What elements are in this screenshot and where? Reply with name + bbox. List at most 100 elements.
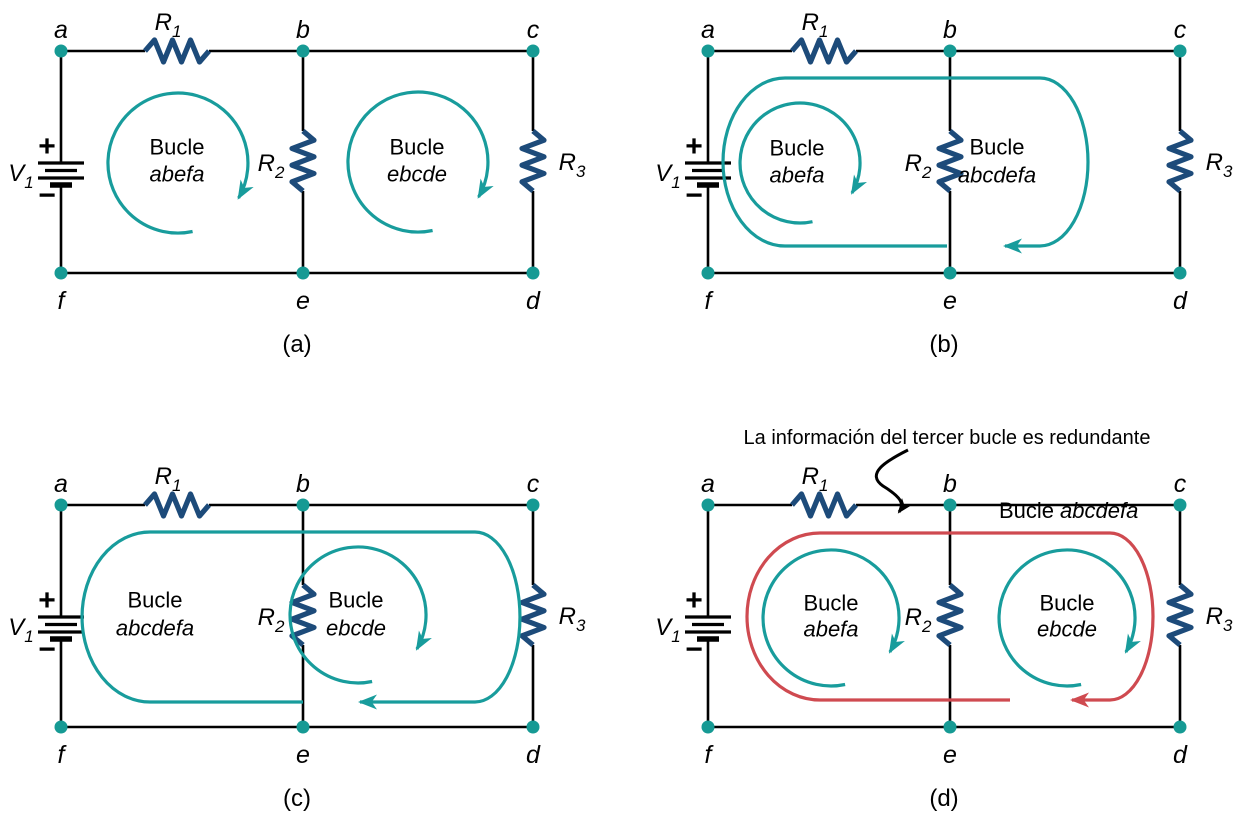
resistor-r1-label: R1 — [155, 9, 182, 41]
annotation-text: La información del tercer bucle es redun… — [744, 427, 1151, 449]
battery-plus-sign: + — [38, 584, 56, 617]
resistor-r3-label: R3 — [1206, 149, 1233, 181]
node-dot — [296, 720, 310, 734]
resistor-r2 — [289, 129, 317, 193]
node-label: d — [526, 287, 541, 315]
resistor-r3 — [519, 583, 547, 647]
node-label: c — [527, 16, 540, 44]
node-dot — [526, 266, 540, 280]
loop-arrow-stadium — [721, 76, 1090, 254]
loop-label-line1: Bucle — [328, 588, 383, 613]
battery-plus-sign: + — [38, 130, 56, 163]
node-dot — [701, 720, 715, 734]
battery-label: V1 — [8, 614, 33, 646]
node-dot — [526, 44, 540, 58]
node-label: a — [701, 470, 715, 498]
annotation-pointer-arrow — [875, 448, 912, 514]
resistor-r1 — [143, 491, 211, 519]
battery-plus-sign: + — [685, 130, 703, 163]
loop-arrow-stadium — [80, 530, 522, 710]
loop-arrow-circle — [288, 545, 432, 685]
loop-label-line2: ebcde — [387, 162, 447, 187]
resistor-r2 — [289, 583, 317, 647]
resistor-r1 — [790, 37, 858, 65]
node-dot — [296, 266, 310, 280]
loop-label-line1: Bucle — [969, 135, 1024, 160]
resistor-r2-label: R2 — [258, 604, 285, 636]
battery-label: V1 — [8, 160, 33, 192]
panel-caption: (c) — [283, 785, 311, 812]
loop-label-line2: abcdefa — [958, 163, 1036, 188]
node-dot — [943, 266, 957, 280]
battery-label: V1 — [655, 614, 680, 646]
resistor-r3-label: R3 — [1206, 603, 1233, 635]
loop-label-line2: abefa — [803, 617, 858, 642]
node-label: e — [943, 741, 957, 769]
node-label: c — [1174, 470, 1187, 498]
node-dot — [296, 498, 310, 512]
resistor-r1 — [790, 491, 858, 519]
node-dot — [1173, 266, 1187, 280]
node-dot — [54, 498, 68, 512]
loop-label-line2: abefa — [149, 162, 204, 187]
resistor-r2 — [936, 583, 964, 647]
node-dot — [943, 498, 957, 512]
battery-minus-sign: − — [685, 633, 703, 666]
node-label: d — [526, 741, 541, 769]
node-label: f — [705, 287, 715, 315]
loop-arrow-circle — [346, 90, 494, 234]
node-label: d — [1173, 287, 1188, 315]
node-dot — [701, 266, 715, 280]
battery-minus-sign: − — [38, 633, 56, 666]
node-dot — [701, 498, 715, 512]
panel-caption: (b) — [929, 331, 958, 358]
loop-label-line2: ebcde — [326, 616, 386, 641]
node-label: a — [54, 16, 68, 44]
node-dot — [1173, 44, 1187, 58]
node-dot — [296, 44, 310, 58]
resistor-r2-label: R2 — [905, 604, 932, 636]
loop-label-line1: Bucle — [803, 591, 858, 616]
resistor-r2-label: R2 — [258, 150, 285, 182]
loop-label-line1: Bucle — [127, 588, 182, 613]
resistor-r3 — [519, 129, 547, 193]
node-label: a — [701, 16, 715, 44]
node-label: d — [1173, 741, 1188, 769]
panel-caption: (a) — [282, 331, 311, 358]
node-label: c — [1174, 16, 1187, 44]
resistor-r3 — [1166, 583, 1194, 647]
loop-label-line1: Bucle — [769, 136, 824, 161]
node-dot — [54, 266, 68, 280]
resistor-r1-label: R1 — [802, 463, 829, 495]
resistor-r2-label: R2 — [905, 150, 932, 182]
node-dot — [1173, 720, 1187, 734]
node-dot — [54, 44, 68, 58]
loop-label-line2: ebcde — [1037, 617, 1097, 642]
node-dot — [526, 720, 540, 734]
node-label: e — [943, 287, 957, 315]
node-label: b — [296, 16, 310, 44]
node-label: b — [943, 16, 957, 44]
resistor-r1-label: R1 — [155, 463, 182, 495]
resistor-r3-label: R3 — [559, 149, 586, 181]
panel-caption: (d) — [929, 785, 958, 812]
loop-arrow-circle — [761, 548, 905, 688]
node-label: c — [527, 470, 540, 498]
battery-label: V1 — [655, 160, 680, 192]
node-label: f — [58, 741, 68, 769]
node-label: e — [296, 741, 310, 769]
loop-arrow-circle — [106, 91, 254, 235]
node-label: b — [296, 470, 310, 498]
resistor-r2 — [936, 129, 964, 193]
node-dot — [701, 44, 715, 58]
resistor-r1 — [143, 37, 211, 65]
node-label: a — [54, 470, 68, 498]
loop-label-line2: abcdefa — [116, 616, 194, 641]
resistor-r3-label: R3 — [559, 603, 586, 635]
node-dot — [526, 498, 540, 512]
